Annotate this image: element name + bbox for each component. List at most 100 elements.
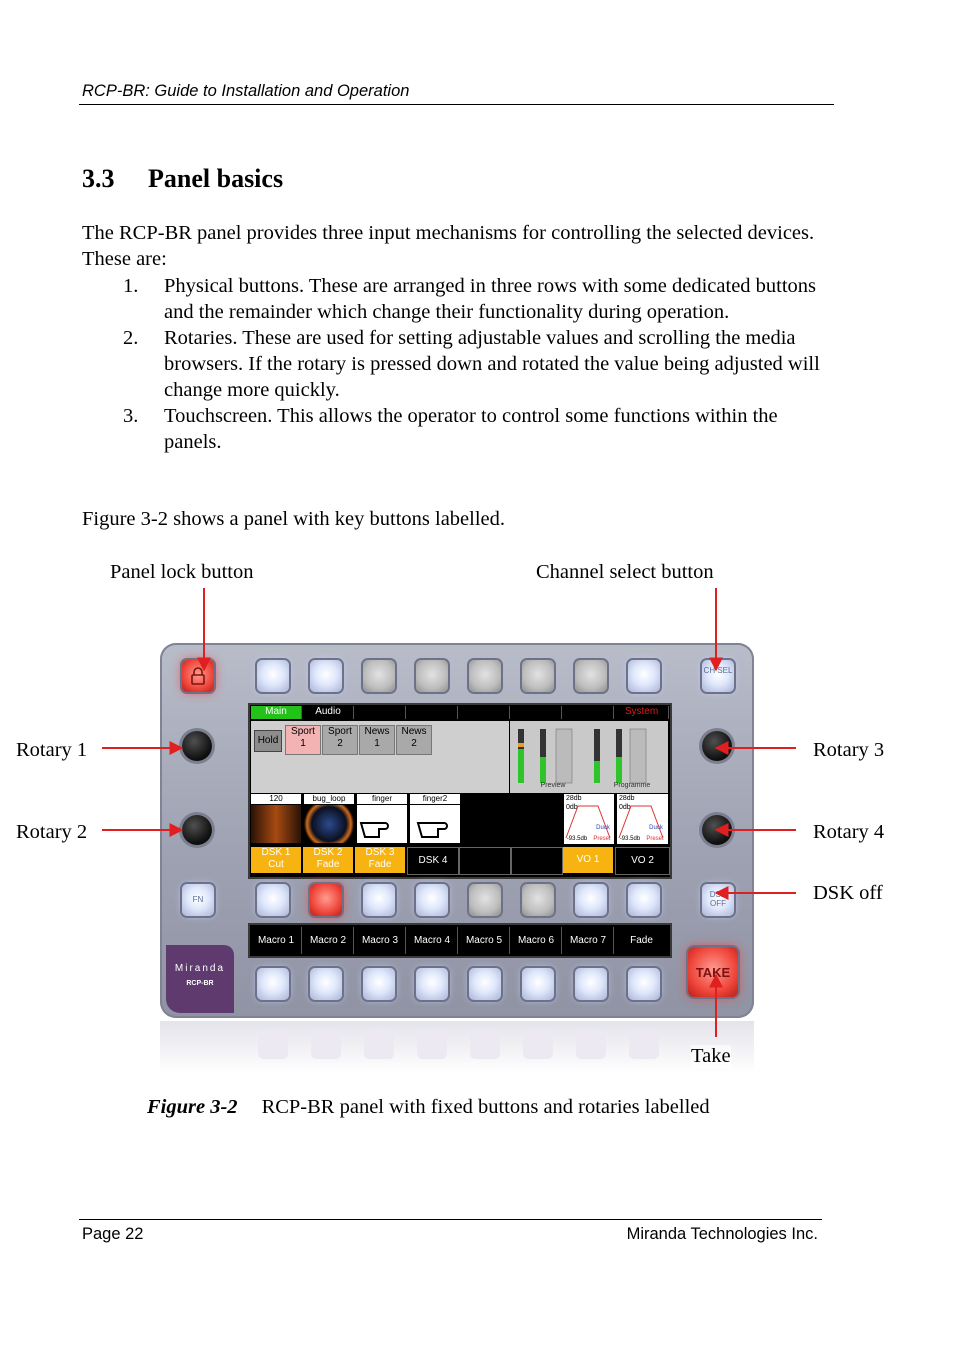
figure-reference: Figure 3-2 shows a panel with key button… xyxy=(82,508,506,530)
preset-number: 1 xyxy=(374,738,380,749)
reflection-button xyxy=(523,1029,553,1059)
reflection-button xyxy=(576,1029,606,1059)
callout-channel-select: Channel select button xyxy=(536,561,714,583)
preset-name: News xyxy=(401,726,427,737)
mechanism-list: 1. Physical buttons. These are arranged i… xyxy=(82,273,822,455)
header-rule xyxy=(79,104,834,105)
tab-main: Main xyxy=(251,706,302,719)
callout-take: Take xyxy=(691,1045,731,1068)
dsk-button xyxy=(511,847,563,875)
meter-preview-label: Preview xyxy=(540,782,566,789)
lock-icon xyxy=(191,667,205,685)
media-thumbnail xyxy=(251,805,301,843)
meter-programme-label: Programme xyxy=(613,782,651,789)
rotary-2 xyxy=(182,815,212,845)
middle-row-button xyxy=(522,884,554,916)
duck-gain: 0db xyxy=(619,804,631,811)
middle-row-button xyxy=(257,884,289,916)
ch-sel-label: CH SEL xyxy=(703,666,733,675)
dsk-off-label: DSK OFF xyxy=(709,890,727,908)
meter-graphic xyxy=(518,728,647,784)
bottom-row-button xyxy=(257,968,289,1000)
duck-min: -93.5db xyxy=(619,836,641,842)
list-text: Physical buttons. These are arranged in … xyxy=(164,275,817,323)
macro-label: Macro 3 xyxy=(355,927,406,954)
media-thumbnail xyxy=(357,805,407,843)
hold-button: Hold xyxy=(254,730,282,752)
top-row-button xyxy=(522,660,554,692)
panel-lock-button xyxy=(182,660,214,692)
top-row-button xyxy=(363,660,395,692)
section-heading: Panel basics xyxy=(148,164,284,193)
tab-empty xyxy=(511,706,562,719)
footer-rule xyxy=(79,1219,822,1220)
vo-button: VO 1 xyxy=(563,847,613,873)
tab-system: System xyxy=(615,706,669,719)
media-title: finger xyxy=(357,794,407,804)
dsk-label: DSK 3 xyxy=(365,847,395,858)
bottom-row-button xyxy=(310,968,342,1000)
list-number: 1. xyxy=(123,275,139,297)
bottom-row-button xyxy=(416,968,448,1000)
rotary-3 xyxy=(702,731,732,761)
tab-empty xyxy=(459,706,510,719)
reflection-button xyxy=(258,1029,288,1059)
preset-name: News xyxy=(364,726,390,737)
preset-name: Sport xyxy=(291,726,315,737)
vo-button: VO 2 xyxy=(615,847,670,875)
reflection-button xyxy=(629,1029,659,1059)
duck-gain: 0db xyxy=(566,804,578,811)
callout-rotary-3: Rotary 3 xyxy=(813,739,885,761)
macro-label: Fade xyxy=(630,935,653,946)
bottom-row-button xyxy=(363,968,395,1000)
preset-number: 2 xyxy=(411,738,417,749)
middle-row-button xyxy=(575,884,607,916)
middle-row-button xyxy=(416,884,448,916)
take-label: TAKE xyxy=(695,965,731,980)
list-item: 2.Rotaries. These are used for setting a… xyxy=(82,325,822,403)
fn-button: FN xyxy=(182,884,214,916)
duck-label: Duck xyxy=(596,825,610,831)
tab-audio: Audio xyxy=(303,706,354,719)
preset-name: Sport xyxy=(328,726,352,737)
media-thumbnail xyxy=(304,805,354,843)
list-item: 3. Touchscreen. This allows the operator … xyxy=(82,403,822,455)
brand-plate: Miranda RCP-BR xyxy=(166,945,234,1013)
duck-preset: Preset xyxy=(646,836,664,842)
macro-label: Macro 6 xyxy=(511,927,562,954)
duck-preset: Preset xyxy=(593,836,611,842)
fn-label: FN xyxy=(192,895,204,904)
audio-meters: Preview Programme xyxy=(510,721,668,793)
callout-rotary-4: Rotary 4 xyxy=(813,821,885,843)
reflection-button xyxy=(311,1029,341,1059)
middle-row-button xyxy=(628,884,660,916)
media-title: bug_loop xyxy=(304,794,354,804)
pointing-hand-icon xyxy=(416,822,448,838)
figure-number: Figure 3-2 xyxy=(147,1096,238,1118)
list-item: 1. Physical buttons. These are arranged i… xyxy=(82,273,822,325)
dsk-button xyxy=(459,847,511,875)
dsk-mode: Cut xyxy=(268,859,284,870)
duck-curve xyxy=(565,805,611,839)
bottom-row-button xyxy=(575,968,607,1000)
reflection-button xyxy=(417,1029,447,1059)
bottom-row-button xyxy=(522,968,554,1000)
pointing-hand-icon xyxy=(359,822,389,838)
page-number: Page 22 xyxy=(82,1225,144,1243)
list-text: Touchscreen. This allows the operator to… xyxy=(164,405,778,453)
list-number: 3. xyxy=(123,405,139,427)
top-row-button xyxy=(469,660,501,692)
macro-label: Macro 5 xyxy=(459,927,510,954)
duck-panel: 28db 0db Duck -93.5db Preset xyxy=(564,794,614,844)
dsk-button: DSK 4 xyxy=(407,847,459,875)
top-row-button xyxy=(257,660,289,692)
running-header: RCP-BR: Guide to Installation and Operat… xyxy=(82,82,410,100)
macro-strip: Macro 1 Macro 2 Macro 3 Macro 4 Macro 5 … xyxy=(248,923,672,958)
